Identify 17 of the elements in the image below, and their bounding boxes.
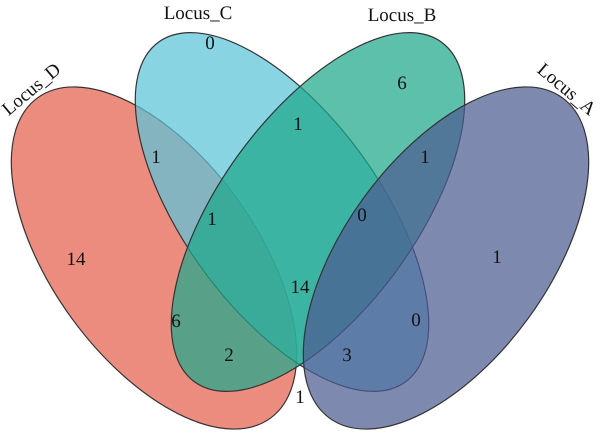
region-count: 1 (420, 147, 430, 169)
region-count: 1 (492, 247, 502, 269)
region-count: 6 (171, 311, 181, 333)
region-count: 0 (411, 310, 421, 332)
region-count: 1 (293, 114, 303, 136)
set-label: Locus_C (164, 3, 232, 25)
region-count: 0 (205, 33, 215, 55)
region-count: 2 (224, 345, 234, 367)
region-count: 6 (397, 73, 407, 95)
region-count: 1 (151, 147, 161, 169)
region-count: 14 (290, 277, 310, 299)
region-count: 0 (357, 205, 367, 227)
set-label: Locus_B (368, 5, 436, 27)
region-count: 1 (207, 209, 217, 231)
region-count: 1 (295, 387, 305, 409)
region-count: 14 (66, 249, 86, 271)
region-count: 3 (342, 345, 352, 367)
